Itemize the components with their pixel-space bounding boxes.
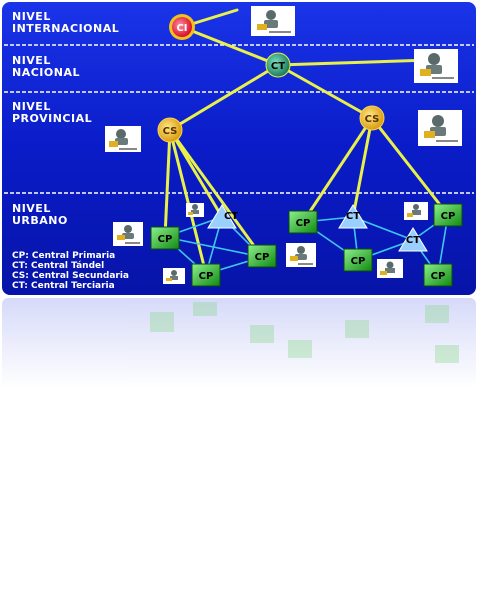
ct-tandem-node-right: CT	[398, 227, 428, 252]
trunk-links	[163, 8, 450, 276]
operator-icon	[186, 203, 204, 217]
level-internacional-label: NIVEL INTERNACIONAL	[12, 10, 119, 35]
operator-icon	[377, 259, 403, 278]
ci-node: CI	[169, 14, 195, 40]
operator-icon	[113, 222, 143, 246]
cp-node: CP	[191, 263, 221, 287]
legend-item: CT: Central Tándel	[12, 261, 104, 271]
legend: CP: Central Primaria CT: Central Tándel …	[12, 251, 129, 291]
svg-text:CS: CS	[365, 114, 380, 125]
ct-national-node: CT	[265, 52, 291, 78]
svg-text:CT: CT	[271, 61, 285, 72]
operator-icon	[163, 268, 185, 284]
svg-text:CP: CP	[255, 252, 270, 263]
cs-node-left: CS	[157, 117, 183, 143]
operator-icon	[105, 126, 141, 152]
cp-node: CP	[343, 248, 373, 272]
ct-tandem-node-mid: CT	[338, 204, 368, 229]
cp-node: CP	[423, 263, 453, 287]
ct-tandem-node-left: CT	[207, 204, 238, 229]
svg-text:CT: CT	[224, 211, 238, 222]
svg-text:CT: CT	[406, 235, 420, 246]
cp-node: CP	[247, 244, 277, 268]
level-provincial-label: NIVEL PROVINCIAL	[12, 100, 92, 125]
svg-text:CI: CI	[176, 23, 187, 34]
svg-text:CP: CP	[199, 271, 214, 282]
operator-icon	[414, 49, 458, 83]
legend-item: CS: Central Secundaria	[12, 271, 129, 281]
operator-icon	[286, 243, 316, 267]
cp-node: CP	[433, 203, 463, 227]
cs-node-right: CS	[359, 105, 385, 131]
svg-text:CT: CT	[346, 211, 360, 222]
operator-icon	[418, 110, 462, 146]
reflection	[2, 298, 476, 388]
svg-text:CP: CP	[296, 218, 311, 229]
legend-item: CP: Central Primaria	[12, 251, 115, 261]
operator-icon	[404, 202, 428, 220]
svg-text:CS: CS	[163, 126, 178, 137]
level-nacional-label: NIVEL NACIONAL	[12, 54, 80, 79]
svg-text:CP: CP	[351, 256, 366, 267]
level-separators	[4, 44, 474, 194]
svg-text:CP: CP	[158, 234, 173, 245]
cp-node: CP	[288, 210, 318, 234]
level-urbano-label: NIVEL URBANO	[12, 202, 68, 227]
svg-text:CP: CP	[431, 271, 446, 282]
cp-node: CP	[150, 226, 180, 250]
legend-item: CT: Central Terciaria	[12, 281, 115, 291]
svg-text:CP: CP	[441, 211, 456, 222]
operator-icon	[251, 6, 295, 36]
